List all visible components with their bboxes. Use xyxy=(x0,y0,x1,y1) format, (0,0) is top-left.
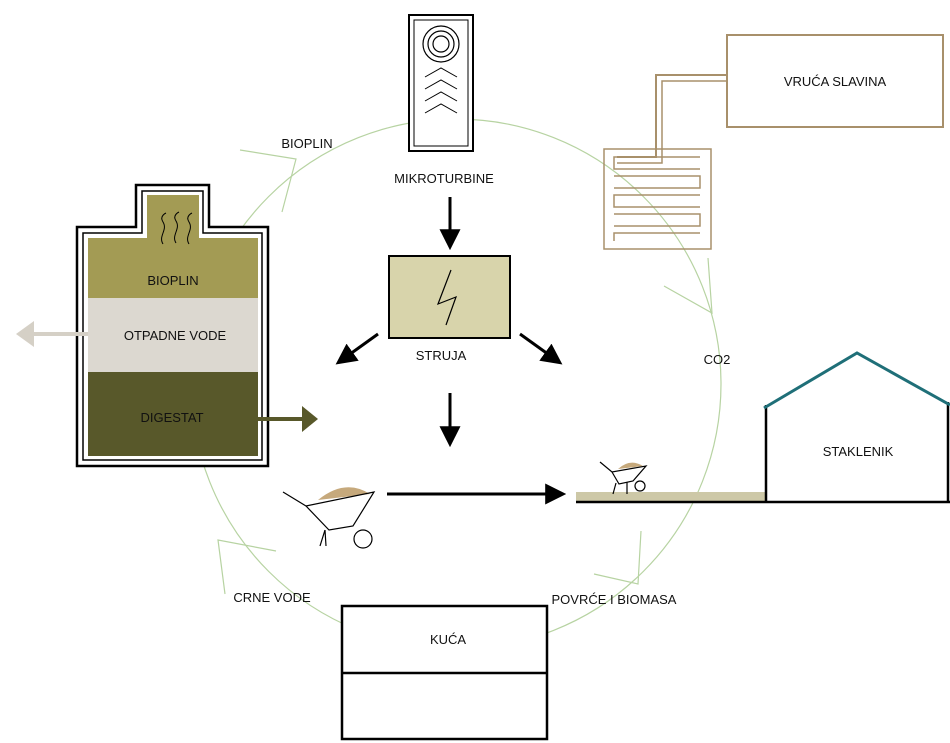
lightning-icon xyxy=(436,269,458,326)
digestate-out-arrow xyxy=(258,406,318,432)
hot-water-pipe xyxy=(617,74,727,158)
hot-tap-label: VRUĆA SLAVINA xyxy=(784,74,887,89)
digester-biogas-label: BIOPLIN xyxy=(147,273,198,288)
house xyxy=(340,604,549,741)
microturbines-label: MIKROTURBINE xyxy=(394,171,494,186)
biogas-flow-label: BIOPLIN xyxy=(281,136,332,151)
arrow-generator-right xyxy=(519,332,563,365)
wheelbarrow-icon xyxy=(282,487,376,549)
greenhouse xyxy=(576,351,950,504)
vegetables-biomass-label: POVRĆE I BIOMASA xyxy=(552,592,677,607)
electricity-label: STRUJA xyxy=(416,348,467,363)
digester xyxy=(75,183,270,468)
co2-label: CO2 xyxy=(704,352,731,367)
digester-wastewater-label: OTPADNE VODE xyxy=(124,328,227,343)
house-label: KUĆA xyxy=(430,632,466,647)
arrow-generator-left xyxy=(335,332,379,365)
digester-digestate-label: DIGESTAT xyxy=(140,410,203,425)
heat-exchanger-icon xyxy=(603,148,712,250)
black-water-label: CRNE VODE xyxy=(233,590,311,605)
wheelbarrow-icon xyxy=(599,461,648,495)
cycle-ring xyxy=(190,118,722,650)
turbine-icon xyxy=(408,14,474,152)
cycle-direction-markers xyxy=(217,149,713,595)
wastewater-out-arrow xyxy=(16,321,88,347)
greenhouse-label: STAKLENIK xyxy=(823,444,894,459)
gas-vapor-icon xyxy=(161,211,193,245)
generator-box xyxy=(388,255,511,339)
hot-tap-box xyxy=(726,34,944,128)
